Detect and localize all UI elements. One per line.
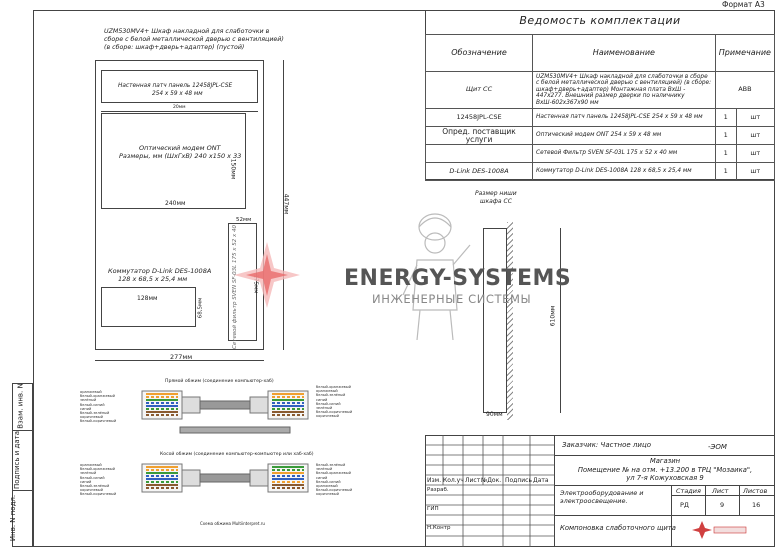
dim-128: 128мм bbox=[137, 295, 158, 302]
col-head-date: Дата bbox=[533, 477, 549, 484]
sheet-value: 9 bbox=[720, 501, 725, 509]
niche-title-1: Размер ниши bbox=[475, 190, 517, 197]
patch-panel bbox=[101, 70, 258, 103]
spec-cell-code bbox=[424, 144, 534, 163]
spec-cell-unit: шт bbox=[735, 162, 776, 181]
spec-header-code: Обозначение bbox=[424, 34, 534, 72]
dim-240: 240мм bbox=[165, 200, 186, 207]
spec-cell-note: ABB bbox=[714, 71, 776, 109]
dim-447: 447мм bbox=[282, 193, 290, 215]
modem-label-1: Оптический модем ONT bbox=[139, 144, 221, 152]
col-head-izm: Изм. bbox=[427, 477, 442, 484]
stamp-label-inv: Инв. N подл. bbox=[9, 494, 18, 542]
cabinet-title-1: UZM530MV4+ Шкаф накладной для слаботочки… bbox=[104, 28, 270, 35]
engineer-illustration bbox=[402, 213, 471, 341]
spec-cell-code: Щит СС bbox=[424, 71, 534, 109]
spec-cell-qty: 1 bbox=[714, 144, 737, 163]
power-filter bbox=[228, 223, 257, 341]
dim-20: 20мм bbox=[173, 105, 186, 110]
dim-52: 52мм bbox=[236, 217, 252, 223]
stage-value: РД bbox=[680, 501, 689, 509]
object-name: Магазин Помещение № на отм. +13.200 в ТР… bbox=[577, 457, 753, 482]
dim-277: 277мм bbox=[170, 353, 193, 361]
sheet-frame bbox=[33, 10, 775, 547]
spec-cell-unit: шт bbox=[735, 144, 776, 163]
optical-modem bbox=[101, 113, 246, 209]
dim-610: 610мм bbox=[549, 305, 557, 327]
side-stamp bbox=[12, 383, 33, 547]
project-code: -ЭОМ bbox=[708, 443, 727, 451]
spec-cell-name: Коммутатор D-Link DES-1008A 128 х 68,5 х… bbox=[532, 162, 716, 181]
spec-cell-name: Настенная патч панель 12458JPL-CSE 254 х… bbox=[532, 108, 716, 127]
cable-cross-title: Косой обжим (соединение компьютер-компью… bbox=[160, 452, 314, 457]
dim-150: 150мм bbox=[229, 158, 237, 180]
dim-90: 90мм bbox=[486, 411, 503, 418]
spec-cell-qty: 1 bbox=[714, 108, 737, 127]
spec-cell-unit: шт bbox=[735, 126, 776, 145]
cabinet-outline bbox=[95, 60, 264, 350]
company-logo bbox=[692, 521, 747, 539]
cable-direct-title: Прямой обжим (соединение компьютер-хаб) bbox=[165, 379, 274, 384]
red-star-logo bbox=[234, 242, 300, 308]
niche-outline bbox=[483, 228, 507, 413]
title-block bbox=[425, 435, 775, 547]
spec-cell-code: D-Link DES-1008A bbox=[424, 162, 534, 181]
col-head-list: Лист bbox=[465, 477, 481, 484]
niche-title-2: шкафа СС bbox=[480, 198, 512, 205]
spec-cell-code: Опред. поставщик услуги bbox=[424, 126, 534, 145]
sheet-title: Компоновка слаботочного щита bbox=[560, 524, 676, 532]
customer: Заказчик: Частное лицо bbox=[562, 441, 651, 449]
watermark-main: ENERGY-SYSTEMS bbox=[344, 266, 572, 291]
spec-cell-name: Оптический модем ONT 254 х 59 х 48 мм bbox=[532, 126, 716, 145]
role-developer: Разраб. bbox=[427, 487, 449, 493]
switch-box bbox=[101, 287, 196, 327]
format-label: Формат А3 bbox=[722, 0, 765, 9]
stamp-label-sign: Подпись и дата bbox=[12, 431, 21, 489]
spec-header-name: Наименование bbox=[532, 34, 716, 72]
spec-cell-qty: 1 bbox=[714, 126, 737, 145]
title-block-grid bbox=[425, 435, 555, 547]
sheets-label: Листов bbox=[743, 487, 768, 495]
spec-cell-qty: 1 bbox=[714, 162, 737, 181]
cable-cross-diagram bbox=[141, 463, 309, 493]
patch-panel-label-2: 254 х 59 х 48 мм bbox=[152, 91, 203, 97]
spec-cell-code: 12458JPL-CSE bbox=[424, 108, 534, 127]
niche-wall bbox=[507, 222, 513, 420]
spec-table-title: Ведомость комплектации bbox=[519, 14, 681, 27]
dim-68: 68,5мм bbox=[197, 297, 204, 319]
col-head-sign: Подпись bbox=[505, 477, 532, 484]
cabinet-title-3: (в сборе: шкаф+дверь+адаптер) (пустой) bbox=[104, 44, 245, 51]
sheets-value: 16 bbox=[752, 501, 761, 509]
role-norm: Н.Контр bbox=[427, 525, 451, 531]
spec-cell-unit: шт bbox=[735, 108, 776, 127]
spec-cell-name: UZM530MV4+ Шкаф накладной для слаботочки… bbox=[532, 71, 716, 109]
spec-cell-name: Сетевой Фильтр SVEN SF-03L 175 х 52 х 40… bbox=[532, 144, 716, 163]
watermark-sub: ИНЖЕНЕРНЫЕ СИСТЕМЫ bbox=[372, 292, 532, 306]
col-head-doc: №Док. bbox=[481, 477, 502, 484]
cabinet-title-2: сборе с белой металлической дверью с вен… bbox=[104, 36, 284, 43]
switch-label-2: 128 х 68,5 х 25,4 мм bbox=[118, 275, 188, 283]
cable-direct-diagram bbox=[141, 390, 309, 434]
spec-table: Обозначение Наименование Примечание Щит … bbox=[424, 34, 776, 181]
spec-header-note: Примечание bbox=[714, 34, 776, 72]
role-gip: ГИП bbox=[427, 506, 439, 512]
stage-label: Стадия bbox=[676, 487, 701, 495]
cable-note: Схема обжима Multiinterpret.ru bbox=[200, 521, 265, 526]
sheet-label: Лист bbox=[712, 487, 729, 495]
col-head-kol: Кол.уч bbox=[443, 477, 464, 484]
switch-label-1: Коммутатор D-Link DES-1008A bbox=[108, 267, 212, 275]
stamp-label-replace: Взам. инв. N bbox=[16, 383, 25, 429]
patch-panel-label-1: Настенная патч панель 12458JPL-CSE bbox=[118, 83, 233, 89]
section-name: Электрооборудование и электроосвещение. bbox=[560, 489, 644, 505]
modem-label-2: Размеры, мм (ШхГхВ) 240 х150 х 33 bbox=[119, 152, 242, 160]
